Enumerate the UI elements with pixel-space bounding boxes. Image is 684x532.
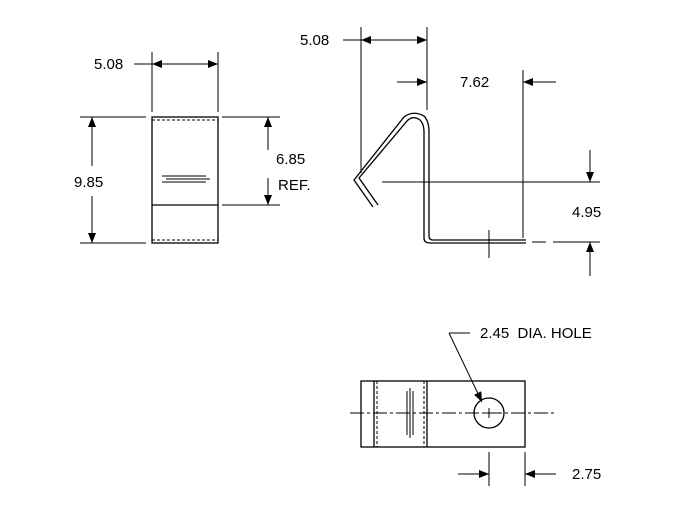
side-height-label: 4.95 [572, 204, 601, 221]
hole-offset-label: 2.75 [572, 466, 601, 483]
top-view: 2.45 DIA. HOLE 2.75 [350, 325, 601, 486]
front-view-slot-mark [162, 175, 210, 183]
front-height-label: 9.85 [74, 174, 103, 191]
hole-callout-label: 2.45 DIA. HOLE [480, 325, 592, 342]
front-view-body [151, 116, 219, 244]
top-view-body [360, 380, 526, 448]
side-view-clip-profile-outer [358, 117, 526, 244]
side-view-clip-profile-inner [353, 112, 526, 241]
front-ref-height-label: 6.85 [276, 151, 305, 168]
side-top-width-label: 5.08 [300, 32, 329, 49]
front-ref-note: REF. [278, 177, 311, 194]
front-view: 5.08 9.85 6.85 REF. [74, 52, 311, 244]
hole-callout-leader-arrow [448, 332, 483, 403]
front-width-label: 5.08 [94, 56, 123, 73]
side-length-label: 7.62 [460, 74, 489, 91]
side-view: 5.08 7.62 4.95 [300, 27, 601, 276]
